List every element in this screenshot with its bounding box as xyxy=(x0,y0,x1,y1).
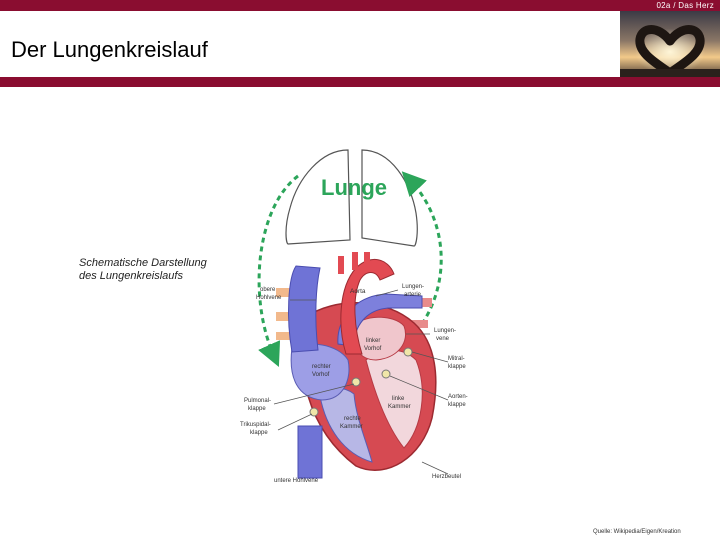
label-mitralklappe-1: Mitral- xyxy=(448,356,465,362)
label-obere-hohlvene-2: Hohlvene xyxy=(256,295,282,301)
aortic-valve xyxy=(381,369,391,379)
pulmonary-circulation-diagram: Lunge xyxy=(240,149,468,484)
label-pulmonalklappe-2: klappe xyxy=(248,406,266,412)
label-linker-vorhof-2: Vorhof xyxy=(364,346,382,352)
label-aortenklappe-1: Aorten- xyxy=(448,394,468,400)
circulation-arrow-left xyxy=(257,174,299,367)
label-aortenklappe-2: klappe xyxy=(448,402,466,408)
pointer-lines xyxy=(273,289,449,475)
label-rechter-vorhof-2: Vorhof xyxy=(312,372,330,378)
caption-line-1: Schematische Darstellung xyxy=(79,257,207,269)
title-rule xyxy=(0,77,720,87)
label-rechter-vorhof-1: rechter xyxy=(312,364,331,370)
source-credit: Quelle: Wikipedia/Eigen/Kreation xyxy=(593,529,681,535)
pulmonary-valve xyxy=(351,377,361,387)
label-pulmonalklappe-1: Pulmonal- xyxy=(244,398,271,404)
label-linke-kammer-2: Kammer xyxy=(388,404,411,410)
left-lung-outline xyxy=(285,149,351,245)
heart-diagram: Lunge xyxy=(226,128,476,485)
caption-line-2: des Lungenkreislaufs xyxy=(79,270,183,282)
label-mitralklappe-2: klappe xyxy=(448,364,466,370)
top-bar: 02a / Das Herz xyxy=(0,0,720,11)
page-title: Der Lungenkreislauf xyxy=(11,37,208,62)
heart-hands-sunset-icon xyxy=(620,11,720,77)
inferior-vena-cava xyxy=(297,425,323,479)
superior-vena-cava xyxy=(288,265,321,353)
aorta-branch xyxy=(338,256,344,274)
logo-image xyxy=(620,11,720,77)
right-lung-outline xyxy=(361,149,418,247)
label-untere-hohlvene: untere Hohlvene xyxy=(274,478,319,484)
label-trikuspidalklappe-2: klappe xyxy=(250,430,268,436)
aorta xyxy=(340,259,395,355)
caption: Schematische Darstellung des Lungenkreis… xyxy=(79,257,207,283)
right-atrium xyxy=(290,343,350,401)
label-herzbeutel: Herzbeutel xyxy=(432,474,461,480)
label-lungenarterie-2: arterie xyxy=(404,292,422,298)
label-trikuspidalklappe-1: Trikuspidal- xyxy=(240,422,271,428)
aorta-branch xyxy=(352,252,358,270)
tricuspid-valve xyxy=(309,407,319,417)
section-label: 02a / Das Herz xyxy=(656,1,714,10)
aorta-branch xyxy=(364,252,370,270)
label-linker-vorhof-1: linker xyxy=(366,338,380,344)
label-linke-kammer-1: linke xyxy=(392,396,405,402)
mitral-valve xyxy=(403,347,413,357)
label-aorta: Aorta xyxy=(350,288,366,295)
label-lungenvene-2: vene xyxy=(436,336,450,342)
lung-heading: Lunge xyxy=(321,175,387,200)
label-lungenvene-1: Lungen- xyxy=(434,328,456,334)
label-rechte-kammer-1: rechte xyxy=(344,416,361,422)
label-rechte-kammer-2: Kammer xyxy=(340,424,363,430)
circulation-arrow-right xyxy=(401,171,443,325)
label-lungenarterie-1: Lungen- xyxy=(402,284,424,290)
label-obere-hohlvene-1: obere xyxy=(260,287,276,293)
